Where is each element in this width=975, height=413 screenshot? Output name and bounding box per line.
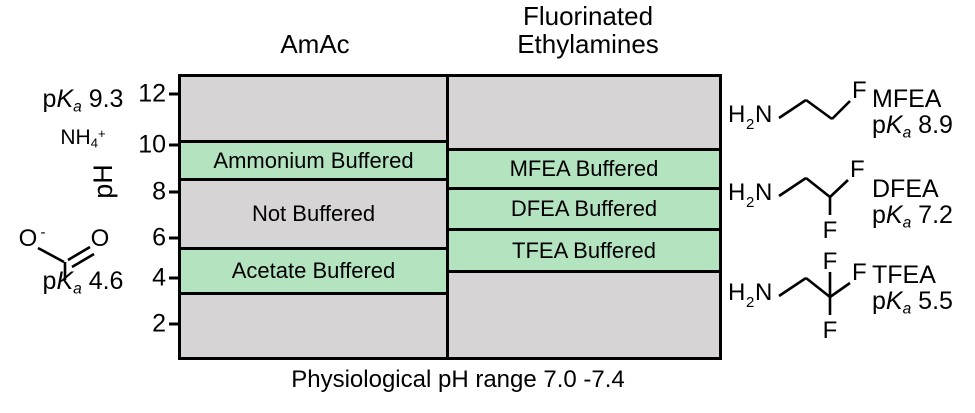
mfea-pka-value: 8.9	[911, 111, 953, 139]
band-amac-upper-unbuffered	[181, 77, 446, 140]
y-tick-mark-10	[169, 143, 180, 147]
pka-prefix: p	[872, 111, 886, 139]
ammonium-formula-charge: +	[97, 126, 106, 141]
ammonium-formula-subscript: 4	[90, 135, 98, 151]
acetate-structure-icon: O - O	[19, 224, 110, 280]
band-amac-lower-unbuffered	[181, 295, 446, 357]
ammonium-formula: NH4+	[8, 120, 158, 156]
tfea-amine-n: N	[755, 279, 772, 306]
pka-italic-k: K	[56, 267, 74, 295]
tfea-pka-label: pKa 5.5	[872, 288, 953, 322]
band-tfea-buffered: TFEA Buffered	[449, 231, 719, 273]
acetate-negative-charge: -	[41, 224, 46, 241]
mfea-amine-h-subscript: 2	[746, 116, 754, 133]
y-tick-label-10: 10	[138, 130, 166, 159]
tfea-pka-value: 5.5	[911, 287, 953, 315]
column-header-fluorinated-ethylamines: Fluorinated Ethylamines	[452, 2, 724, 58]
tfea-fluorine-2: F	[852, 259, 867, 286]
y-axis: 12 10 8 6 4 2	[118, 70, 180, 364]
y-tick-label-2: 2	[152, 309, 166, 338]
figure-caption: Physiological pH range 7.0 -7.4	[291, 366, 625, 393]
dfea-fluorine-2: F	[823, 217, 838, 240]
dfea-fluorine-1: F	[850, 160, 865, 183]
pka-italic-k: K	[885, 111, 903, 139]
dfea-amine-n: N	[755, 179, 772, 206]
acetate-o-minus-atom: O	[19, 225, 38, 252]
pka-subscript-a: a	[902, 214, 912, 232]
chart-column-fluorinated-ethylamines: MFEA Buffered DFEA Buffered TFEA Buffere…	[449, 77, 719, 357]
acetate-o-atom: O	[91, 225, 110, 252]
ammonium-pka-label: pKa 9.3	[8, 86, 158, 120]
dfea-amine-h: H	[728, 179, 745, 206]
chart-column-amac: Ammonium Buffered Not Buffered Acetate B…	[181, 77, 449, 357]
dfea-pka-label: pKa 7.2	[872, 202, 953, 236]
pka-prefix: p	[42, 85, 57, 113]
band-not-buffered: Not Buffered	[181, 181, 446, 250]
band-fea-lower-unbuffered	[449, 273, 719, 357]
y-tick-mark-4	[169, 276, 180, 280]
pka-italic-k: K	[56, 85, 74, 113]
band-mfea-buffered: MFEA Buffered	[449, 148, 719, 190]
tfea-structure-icon: H 2 N F F F	[728, 248, 867, 340]
dfea-pka-value: 7.2	[911, 201, 953, 229]
column-header-amac: AmAc	[180, 30, 450, 58]
acetate-pka-value: 4.6	[81, 267, 124, 295]
mfea-pka-label: pKa 8.9	[872, 112, 953, 146]
pka-prefix: p	[42, 267, 57, 295]
mfea-amine-h: H	[728, 101, 745, 128]
pka-italic-k: K	[885, 201, 903, 229]
pka-italic-k: K	[885, 287, 903, 315]
tfea-fluorine-3: F	[823, 317, 838, 340]
acetate-pka-label: pKa 4.6	[8, 268, 158, 302]
y-tick-mark-12	[169, 92, 180, 96]
pka-subscript-a: a	[902, 124, 912, 142]
buffer-range-chart: Ammonium Buffered Not Buffered Acetate B…	[178, 74, 722, 360]
y-tick-label-8: 8	[152, 177, 166, 206]
mfea-amine-n: N	[755, 101, 772, 128]
pka-subscript-a: a	[73, 98, 82, 116]
tfea-amine-h-subscript: 2	[746, 294, 754, 311]
mfea-structure-icon: H 2 N F	[728, 77, 867, 133]
dfea-structure-icon: H 2 N F F	[728, 160, 865, 240]
band-fea-upper-unbuffered	[449, 77, 719, 148]
band-acetate-buffered: Acetate Buffered	[181, 250, 446, 295]
pka-prefix: p	[872, 201, 886, 229]
pka-subscript-a: a	[902, 300, 912, 318]
column-header-fea-line1: Fluorinated	[522, 1, 654, 31]
ammonium-formula-main: NH	[60, 125, 91, 149]
column-header-amac-label: AmAc	[280, 29, 350, 59]
tfea-amine-h: H	[728, 279, 745, 306]
band-ammonium-buffered: Ammonium Buffered	[181, 140, 446, 181]
tfea-name-label: TFEA	[872, 261, 936, 289]
y-tick-label-6: 6	[152, 223, 166, 252]
y-tick-label-12: 12	[138, 79, 166, 108]
y-tick-mark-8	[169, 190, 180, 194]
dfea-amine-h-subscript: 2	[746, 194, 754, 211]
ammonium-pka-value: 9.3	[81, 85, 124, 113]
mfea-name-label: MFEA	[872, 85, 942, 113]
y-tick-mark-2	[169, 322, 180, 326]
mfea-fluorine-1: F	[852, 77, 867, 104]
band-dfea-buffered: DFEA Buffered	[449, 190, 719, 231]
y-tick-mark-6	[169, 236, 180, 240]
dfea-name-label: DFEA	[872, 175, 939, 203]
column-header-fea-line2: Ethylamines	[517, 29, 659, 59]
y-tick-label-4: 4	[152, 263, 166, 292]
y-axis-title: pH	[87, 164, 118, 199]
pka-prefix: p	[872, 287, 886, 315]
pka-subscript-a: a	[73, 280, 82, 298]
tfea-fluorine-1: F	[823, 248, 838, 275]
